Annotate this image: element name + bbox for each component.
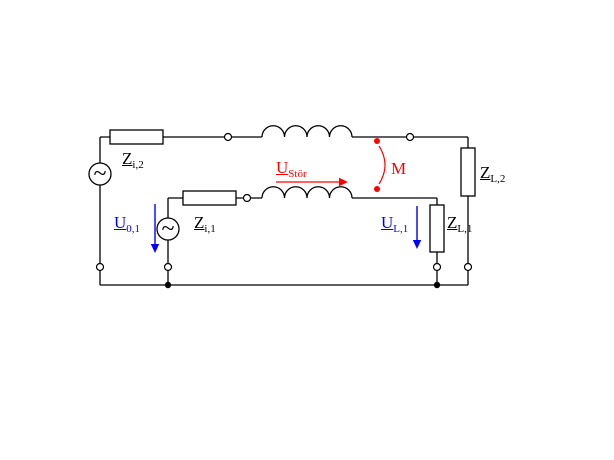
polarity-dot-bottom <box>374 186 380 192</box>
label-u01: U0,1 <box>114 213 141 235</box>
ac-sources: ~ ~ <box>88 161 180 242</box>
label-zl2-sub: L,2 <box>490 172 506 185</box>
label-u01-main: U <box>114 213 127 232</box>
label-ustoer-main: U <box>276 158 289 177</box>
inductor-coil-bottom <box>261 186 353 199</box>
impedance-boxes <box>109 129 476 253</box>
inductors <box>261 125 353 199</box>
junction-dot-left <box>164 281 172 289</box>
label-zl2: ZL,2 <box>480 163 506 185</box>
label-ul1: UL,1 <box>381 213 409 235</box>
impedance-box-zi1 <box>182 190 237 206</box>
impedance-box-zl2 <box>460 147 476 197</box>
label-zi1-main: Z <box>194 213 205 232</box>
label-zl1-sub: L,1 <box>457 222 473 235</box>
label-zl1-main: Z <box>447 213 458 232</box>
label-zl2-main: Z <box>480 163 491 182</box>
inductor-coil-top <box>261 125 353 138</box>
polarity-dot-top <box>374 138 380 144</box>
impedance-box-zi2 <box>109 129 164 145</box>
label-ustoer-sub: Stör <box>288 167 307 180</box>
terminal-source1-lower <box>163 262 173 272</box>
coupling-marks <box>276 138 386 192</box>
terminal-left-lower <box>95 262 105 272</box>
mutual-coupling-arc <box>378 145 386 185</box>
ac-source-symbol-2: ~ <box>94 161 107 187</box>
terminal-zl1-lower <box>432 262 442 272</box>
label-ustoer: UStör <box>276 158 307 180</box>
label-zi2-sub: i,2 <box>132 158 144 171</box>
u01-arrow-head <box>150 244 160 253</box>
label-u01-sub: 0,1 <box>126 222 141 235</box>
junction-dot-right <box>433 281 441 289</box>
terminal-top-right <box>405 132 415 142</box>
ac-source-symbol-1: ~ <box>162 216 175 242</box>
label-zi1: Zi,1 <box>194 213 216 235</box>
label-zi2-main: Z <box>122 149 133 168</box>
label-zi1-sub: i,1 <box>204 222 216 235</box>
ul1-arrow-head <box>412 240 422 249</box>
impedance-box-zl1 <box>429 204 445 253</box>
label-zl1: ZL,1 <box>447 213 473 235</box>
ac-source-circle-1 <box>156 217 180 241</box>
label-ul1-main: U <box>381 213 394 232</box>
bottom-circuit-wire <box>168 197 438 285</box>
wires <box>99 136 469 286</box>
label-zi2: Zi,2 <box>122 149 144 171</box>
label-ul1-sub: L,1 <box>393 222 409 235</box>
voltage-arrows <box>150 204 422 253</box>
ustoer-arrow-head <box>339 177 348 187</box>
terminal-bottom-coil-left <box>242 193 252 203</box>
terminal-right-lower <box>463 262 473 272</box>
ac-source-circle-2 <box>88 162 112 186</box>
label-m: M <box>391 159 407 181</box>
terminals <box>95 132 473 272</box>
label-m-main: M <box>391 159 407 178</box>
junction-dots <box>164 281 441 289</box>
terminal-top-left <box>223 132 233 142</box>
